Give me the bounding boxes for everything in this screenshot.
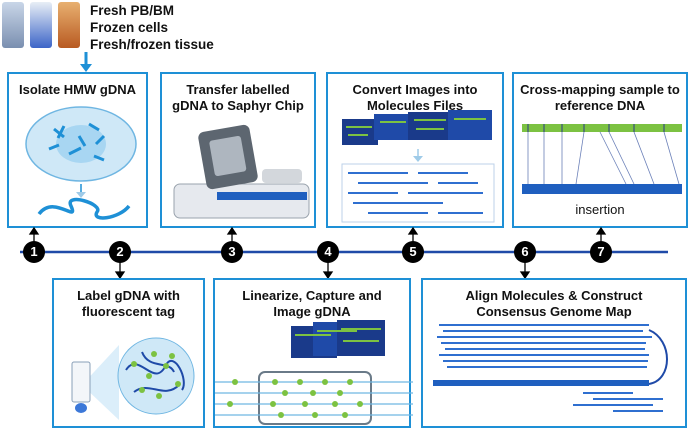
step-5-box: Convert Images into Molecules Files	[326, 72, 504, 228]
nanochannel-icon	[215, 320, 413, 425]
step-3-marker: 3	[221, 241, 243, 263]
step-4-title: Linearize, Capture and Image gDNA	[242, 288, 382, 319]
cross-mapping-icon	[522, 124, 682, 194]
insertion-label: insertion	[575, 202, 625, 217]
step-5-title: Convert Images into Molecules Files	[352, 82, 478, 113]
sample-photo-cells	[30, 2, 52, 48]
step-6-box: Align Molecules & Construct Consensus Ge…	[421, 278, 687, 428]
step-7-title: Cross-mapping sample to reference DNA	[520, 82, 680, 113]
step-3-title: Transfer labelled gDNA to Saphyr Chip	[172, 82, 304, 113]
sample-type-2: Frozen cells	[90, 20, 169, 35]
step-3-box: Transfer labelled gDNA to Saphyr Chip	[160, 72, 316, 228]
consensus-map-icon	[433, 324, 668, 412]
step-1-marker: 1	[23, 241, 45, 263]
molecule-images-icon	[341, 110, 495, 223]
step-7-marker: 7	[590, 241, 612, 263]
step-2-title: Label gDNA with fluorescent tag	[77, 288, 180, 319]
step-7-box: Cross-mapping sample to reference DNA in…	[512, 72, 688, 228]
step-6-title: Align Molecules & Construct Consensus Ge…	[465, 288, 643, 319]
step-1-box: Isolate HMW gDNA	[7, 72, 148, 228]
sample-type-3: Fresh/frozen tissue	[90, 37, 214, 52]
step-2-box: Label gDNA with fluorescent tag	[52, 278, 205, 428]
cell-with-dna-icon	[25, 106, 137, 220]
saphyr-instrument-icon	[173, 124, 310, 219]
step-5-marker: 5	[402, 241, 424, 263]
step-2-marker: 2	[109, 241, 131, 263]
sample-type-1: Fresh PB/BM	[90, 3, 175, 18]
step-1-title: Isolate HMW gDNA	[19, 82, 136, 97]
sample-photo-tissue	[58, 2, 80, 48]
step-6-marker: 6	[514, 241, 536, 263]
sample-photo-tubes	[2, 2, 24, 48]
sample-type-list: Fresh PB/BM Frozen cells Fresh/frozen ti…	[90, 2, 214, 53]
step-4-box: Linearize, Capture and Image gDNA	[213, 278, 413, 428]
step-4-marker: 4	[317, 241, 339, 263]
labeled-dna-icon	[71, 337, 195, 420]
